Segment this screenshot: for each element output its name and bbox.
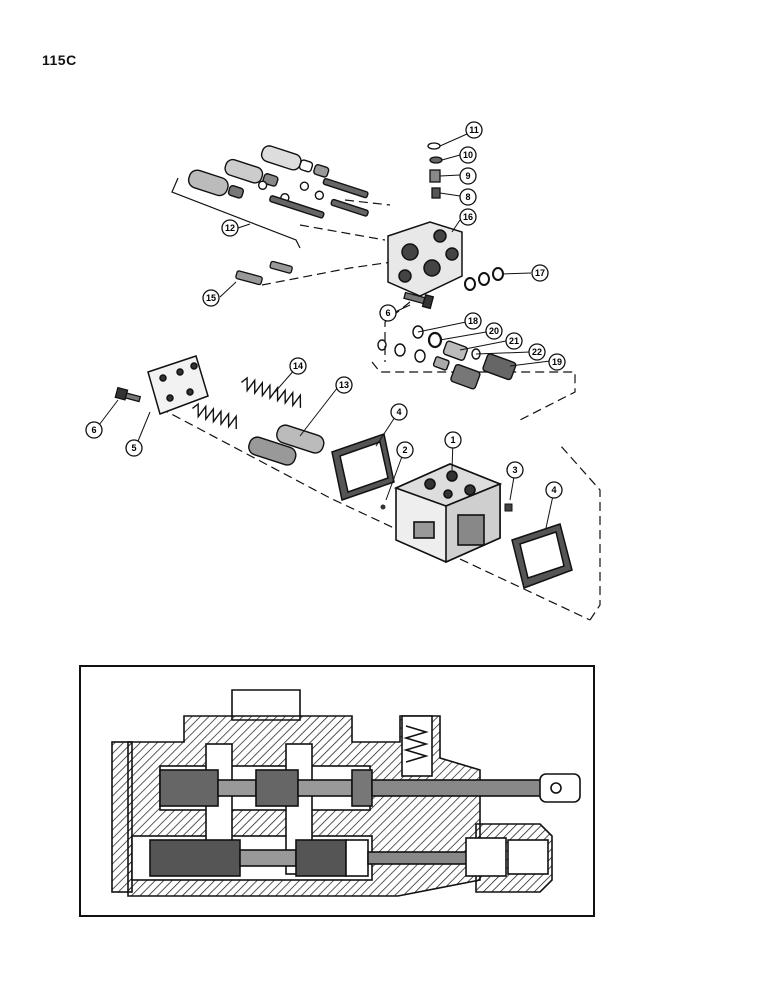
callout-c1: 1 <box>444 431 462 449</box>
fittings <box>377 325 517 390</box>
callout-circle <box>459 167 477 185</box>
callout-c22: 22 <box>528 343 546 361</box>
spool-set <box>187 145 369 219</box>
callout-number: 1 <box>450 435 455 445</box>
bolt-upper <box>403 291 435 310</box>
callout-number: 4 <box>396 407 401 417</box>
callout-number: 8 <box>465 192 470 202</box>
valve-body <box>387 221 463 297</box>
ball-part-2 <box>380 504 386 510</box>
bolt-lower <box>114 386 142 403</box>
callout-c12: 12 <box>221 219 239 237</box>
callout-circle <box>289 357 307 375</box>
callout-number: 15 <box>206 293 216 303</box>
callout-c3: 3 <box>506 461 524 479</box>
callout-c5: 5 <box>125 439 143 457</box>
callout-circle <box>464 312 482 330</box>
page-label: 115C <box>42 52 77 68</box>
callout-circle <box>528 343 546 361</box>
callout-c14: 14 <box>289 357 307 375</box>
callout-number: 4 <box>551 485 556 495</box>
callout-circle <box>485 322 503 340</box>
callout-circle <box>531 264 549 282</box>
callout-number: 21 <box>509 336 519 346</box>
callout-number: 6 <box>385 308 390 318</box>
callout-circle <box>506 461 524 479</box>
callout-number: 3 <box>512 465 517 475</box>
callout-c6a: 6 <box>379 304 397 322</box>
callout-c13: 13 <box>335 376 353 394</box>
callout-number: 20 <box>489 326 499 336</box>
callout-number: 13 <box>339 380 349 390</box>
o-rings-17 <box>464 267 504 291</box>
callout-circle <box>202 289 220 307</box>
callout-circle <box>125 439 143 457</box>
callout-c8: 8 <box>459 188 477 206</box>
callout-circle <box>505 332 523 350</box>
callout-circle <box>85 421 103 439</box>
callout-number: 11 <box>469 125 479 135</box>
callout-c19: 19 <box>548 353 566 371</box>
callout-c21: 21 <box>505 332 523 350</box>
callout-circle <box>390 403 408 421</box>
callout-number: 9 <box>465 171 470 181</box>
callout-c2: 2 <box>396 441 414 459</box>
seal-stack <box>427 142 443 199</box>
spool-bracket <box>171 177 301 249</box>
callout-c4b: 4 <box>545 481 563 499</box>
callout-number: 12 <box>225 223 235 233</box>
main-housing <box>393 463 503 564</box>
callout-c6b: 6 <box>85 421 103 439</box>
cross-section <box>111 689 581 897</box>
callout-c4a: 4 <box>390 403 408 421</box>
pin-parts <box>235 260 293 286</box>
callout-c10: 10 <box>459 146 477 164</box>
callout-number: 19 <box>552 357 562 367</box>
gasket-left <box>331 433 395 501</box>
spools-13 <box>248 424 325 466</box>
callout-number: 6 <box>91 425 96 435</box>
plug-part-3 <box>504 503 513 512</box>
callout-circle <box>221 219 239 237</box>
cover-plate <box>147 355 209 415</box>
callout-circle <box>459 208 477 226</box>
callout-circle <box>465 121 483 139</box>
callout-number: 10 <box>463 150 473 160</box>
callout-circle <box>396 441 414 459</box>
callout-circle <box>459 146 477 164</box>
callout-number: 5 <box>131 443 136 453</box>
callout-number: 18 <box>468 316 478 326</box>
callout-number: 17 <box>535 268 545 278</box>
callout-circle <box>335 376 353 394</box>
callout-c15: 15 <box>202 289 220 307</box>
callout-c16: 16 <box>459 208 477 226</box>
callout-c20: 20 <box>485 322 503 340</box>
gasket-right <box>511 523 573 589</box>
callout-circle <box>548 353 566 371</box>
callout-c9: 9 <box>459 167 477 185</box>
callout-c11: 11 <box>465 121 483 139</box>
callout-number: 16 <box>463 212 473 222</box>
callout-circle <box>379 304 397 322</box>
callout-circle <box>459 188 477 206</box>
callout-circle <box>545 481 563 499</box>
callout-number: 22 <box>532 347 542 357</box>
leader-lines <box>95 133 555 529</box>
springs <box>192 376 302 430</box>
callout-c17: 17 <box>531 264 549 282</box>
callout-c18: 18 <box>464 312 482 330</box>
callout-number: 2 <box>402 445 407 455</box>
callout-circle <box>444 431 462 449</box>
callout-number: 14 <box>293 361 303 371</box>
